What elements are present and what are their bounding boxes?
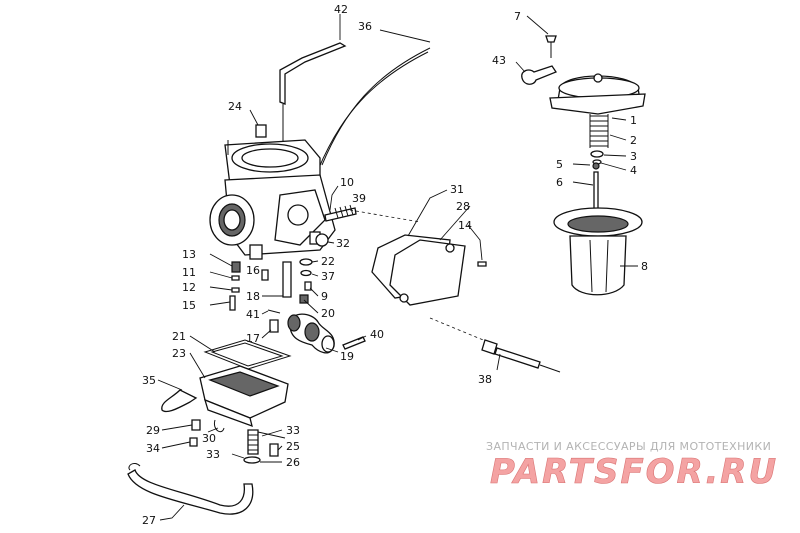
idle-adjuster-cable xyxy=(481,339,561,373)
callout-leaders xyxy=(157,14,638,521)
callout-35: 35 xyxy=(142,374,156,387)
slide-spring xyxy=(589,114,609,148)
watermark-caption: ЗАПЧАСТИ И АКСЕССУАРЫ ДЛЯ МОТОТЕХНИКИ xyxy=(486,440,772,453)
callout-33: 33 xyxy=(286,424,300,437)
callout-5: 5 xyxy=(556,158,563,171)
callout-34: 34 xyxy=(146,442,160,455)
callout-40: 40 xyxy=(370,328,384,341)
callout-20: 20 xyxy=(321,307,335,320)
callout-26: 26 xyxy=(286,456,300,469)
callout-37: 37 xyxy=(321,270,335,283)
callout-16: 16 xyxy=(246,264,260,277)
callout-39: 39 xyxy=(352,192,366,205)
callout-14: 14 xyxy=(458,219,472,232)
callout-19: 19 xyxy=(340,350,354,363)
carburetor-body xyxy=(209,139,336,260)
callout-23: 23 xyxy=(172,347,186,360)
callout-21: 21 xyxy=(172,330,186,343)
callout-25: 25 xyxy=(286,440,300,453)
float-bowl-gasket xyxy=(203,339,292,370)
callout-1: 1 xyxy=(630,114,637,127)
throttle-cable-housing xyxy=(321,47,431,166)
choke-bracket xyxy=(161,389,198,413)
top-cover xyxy=(389,239,466,306)
callout-24: 24 xyxy=(228,100,242,113)
callout-27: 27 xyxy=(142,514,156,527)
pilot-screw xyxy=(324,204,357,222)
callout-30: 30 xyxy=(202,432,216,445)
callout-10: 10 xyxy=(340,176,354,189)
callout-36: 36 xyxy=(358,20,372,33)
callout-13: 13 xyxy=(182,248,196,261)
callout-2: 2 xyxy=(630,134,637,147)
carb-top-cap xyxy=(549,73,646,115)
callout-42: 42 xyxy=(334,3,348,16)
choke-plunger xyxy=(287,313,335,354)
callout-9: 9 xyxy=(321,290,328,303)
cable-bracket xyxy=(521,65,557,85)
callout-11: 11 xyxy=(182,266,196,279)
callout-43: 43 xyxy=(492,54,506,67)
callout-38: 38 xyxy=(478,373,492,386)
callout-33b: 33 xyxy=(206,448,220,461)
callout-labels: 1 2 3 4 5 6 7 8 9 10 11 12 13 14 15 16 1… xyxy=(142,3,648,527)
callout-7: 7 xyxy=(514,10,521,23)
callout-3: 3 xyxy=(630,150,637,163)
callout-18: 18 xyxy=(246,290,260,303)
watermark-logo: PARTSFOR.RU xyxy=(490,452,778,488)
callout-12: 12 xyxy=(182,281,196,294)
callout-8: 8 xyxy=(641,260,648,273)
callout-28: 28 xyxy=(456,200,470,213)
float-bowl xyxy=(199,365,289,428)
throttle-slide xyxy=(553,207,643,296)
callout-6: 6 xyxy=(556,176,563,189)
throttle-cable xyxy=(279,42,347,105)
callout-41: 41 xyxy=(246,308,260,321)
drain-hose xyxy=(127,469,254,515)
callout-15: 15 xyxy=(182,299,196,312)
main-jet-holder xyxy=(282,261,292,298)
callout-17: 17 xyxy=(246,332,260,345)
callout-31: 31 xyxy=(450,183,464,196)
callout-29: 29 xyxy=(146,424,160,437)
svg-text:PARTSFOR.RU: PARTSFOR.RU xyxy=(490,452,778,488)
callout-32: 32 xyxy=(336,237,350,250)
cap-nut xyxy=(255,124,267,138)
callout-4: 4 xyxy=(630,164,637,177)
callout-22: 22 xyxy=(321,255,335,268)
